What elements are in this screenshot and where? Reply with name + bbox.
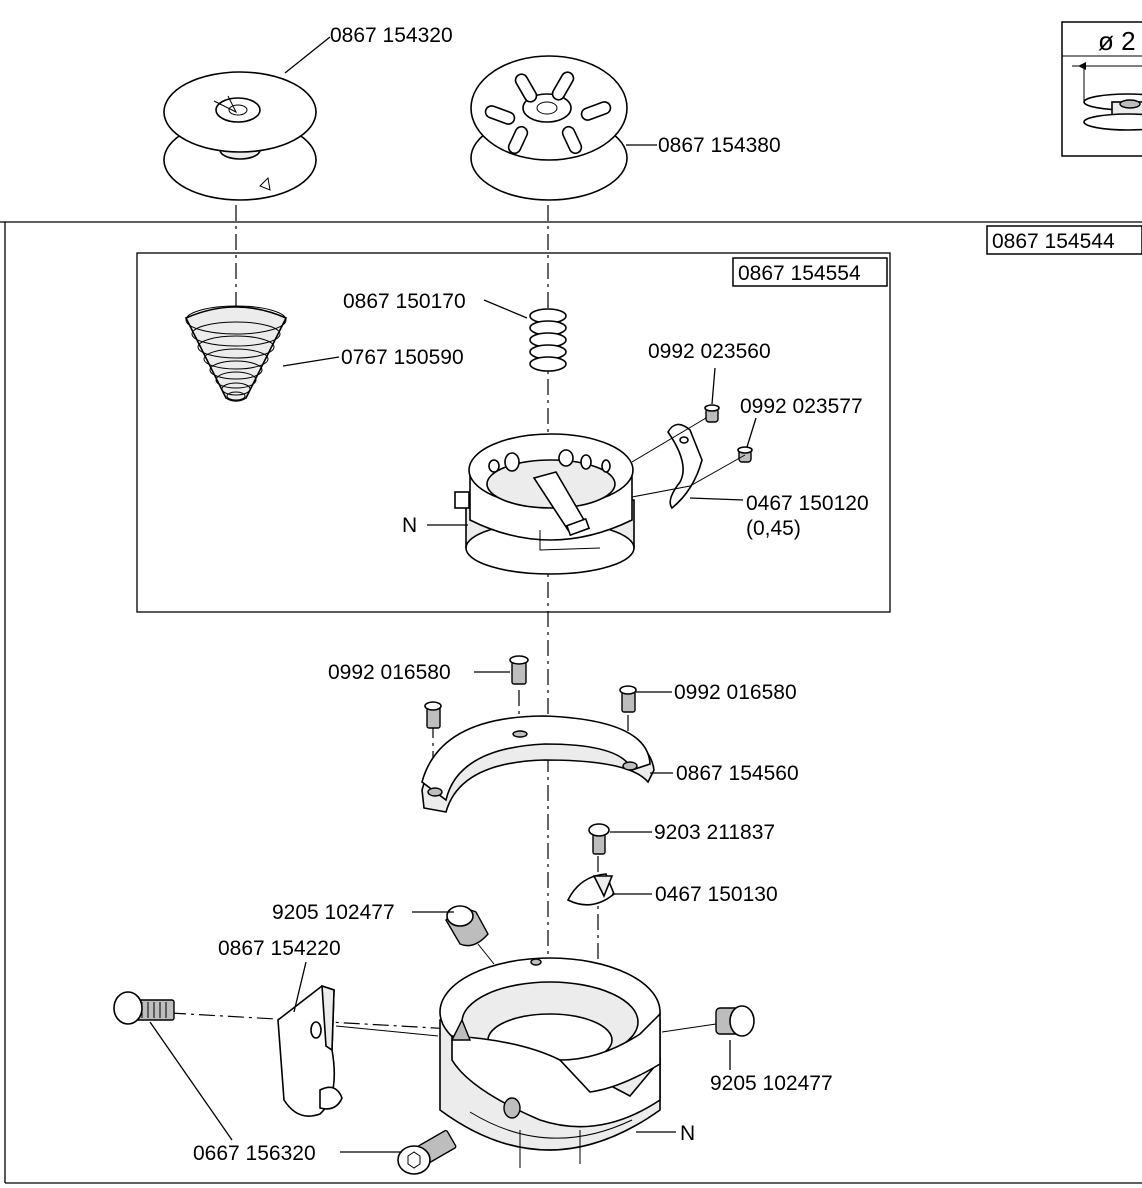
guide-bracket [335,1025,439,1037]
leader-bobbin-1 [284,36,331,74]
label-mark-n-lower: N [680,1122,695,1145]
label-cap-screw: 0667 156320 [193,1142,316,1165]
screw-211837 [588,823,610,855]
label-cone-spring: 0767 150590 [341,346,464,369]
bobbin-solid [163,71,317,201]
label-screw-023577: 0992 023577 [740,395,863,418]
bobbin-slotted [470,55,628,201]
label-finger: 0467 150130 [655,883,778,906]
inner-assembly-frame [136,252,891,613]
leader-screw-023560 [711,367,716,405]
bracket [277,984,343,1117]
coil-spring [529,308,567,372]
label-tension-spring-note: (0,45) [746,517,801,540]
label-plug-right: 9205 102477 [710,1072,833,1095]
assembly-outer-tag: 0867 154544 [986,225,1142,255]
guide-plug-right [661,1023,717,1033]
label-coil-spring: 0867 150170 [343,290,466,313]
inset-dimension-text: ø 2 [1098,26,1136,56]
screw-016580-top [509,655,529,685]
inset-detail: ø 2 [1061,21,1142,157]
label-bracket: 0867 154220 [218,937,341,960]
cone-spring [184,305,288,402]
leader-bracket [293,961,307,1013]
assembly-inner-tag: 0867 154554 [732,257,888,287]
assembly-inner-number: 0867 154554 [738,262,861,285]
cap-screw-left [113,991,175,1025]
label-tension-spring: 0467 150120 [746,492,869,515]
label-screw-023560: 0992 023560 [648,340,771,363]
plug-right [715,1005,755,1037]
label-plug-top: 9205 102477 [272,901,395,924]
label-bobbin-1: 0867 154320 [330,24,453,47]
finger-plate [566,873,615,906]
screw-023577 [737,446,753,463]
label-screw-211837: 9203 211837 [654,821,775,844]
plug-top [445,905,489,947]
label-bobbin-2: 0867 154380 [658,134,781,157]
leader-cap-screw-left [149,1021,233,1141]
bobbin-case [454,433,635,575]
leader-tension-spring [689,497,744,501]
leader-screw-023577 [746,417,757,448]
assembly-outer-number: 0867 154544 [992,230,1115,253]
label-screw-016580-right: 0992 016580 [674,681,797,704]
tension-spring-guide [631,454,746,498]
leader-coil-spring [483,299,528,319]
outer-assembly-frame [0,221,1142,1184]
hook-body [439,957,661,1168]
screw-016580-right [619,685,637,713]
label-screw-016580-left: 0992 016580 [328,661,451,684]
tension-spring [667,423,703,510]
label-ring: 0867 154560 [676,762,799,785]
screw-016580-left [424,701,442,729]
screw-023560 [704,404,720,423]
guide-screw-023560 [631,417,707,463]
retaining-ring [421,715,655,813]
guide-plug-top [477,943,495,965]
leader-cone-spring [282,356,340,367]
cap-screw-bottom [397,1129,457,1175]
label-mark-n-upper: N [402,514,417,537]
